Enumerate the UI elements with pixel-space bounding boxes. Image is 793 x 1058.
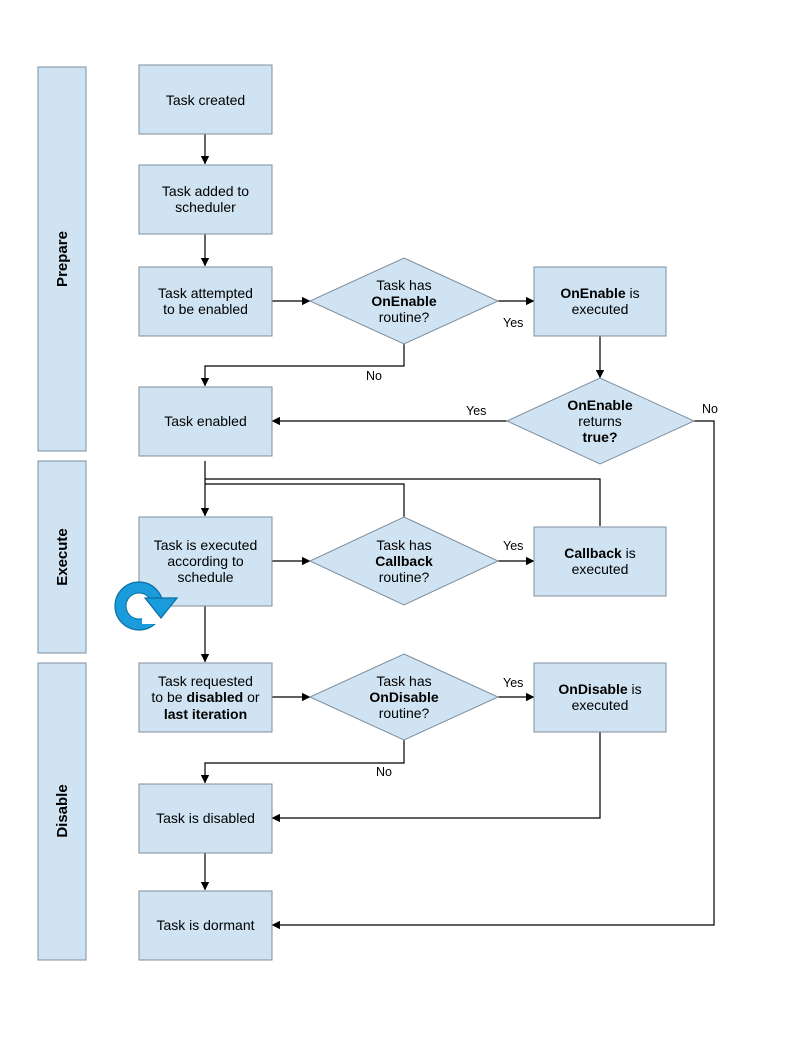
node-ondisable-executed: OnDisable is executed — [533, 662, 667, 733]
decision-has-ondisable-line3: routine? — [379, 705, 430, 721]
edge-ondisable-no — [200, 740, 405, 784]
edge-label-onenable-no: No — [366, 369, 382, 383]
decision-onenable-returns-line3: true? — [583, 429, 618, 445]
decision-has-onenable-line1: Task has — [376, 277, 431, 293]
node-task-executed-line1: Task is executed — [154, 537, 258, 553]
node-task-executed-line3: schedule — [177, 569, 233, 585]
node-callback-executed-bold: Callback — [564, 545, 622, 561]
decision-has-onenable-line2: OnEnable — [371, 293, 437, 309]
node-onenable-executed: OnEnable is executed — [533, 266, 667, 337]
lane-disable: Disable — [37, 662, 87, 961]
decision-has-ondisable-line2: OnDisable — [369, 689, 438, 705]
decision-onenable-returns-line2: returns — [578, 413, 622, 429]
edge-label-ondisable-no: No — [376, 765, 392, 779]
node-task-executed-line2: according to — [167, 553, 243, 569]
decision-onenable-returns-line1: OnEnable — [567, 397, 633, 413]
edge-label-callback-yes: Yes — [503, 539, 523, 553]
lane-prepare-label: Prepare — [54, 231, 71, 287]
lane-execute: Execute — [37, 460, 87, 654]
edge-callback-loop-back — [205, 483, 405, 517]
node-onenable-executed-bold: OnEnable — [560, 285, 626, 301]
node-task-requested-line3: last iteration — [164, 706, 247, 722]
decision-onenable-returns: OnEnable returns true? — [505, 377, 696, 465]
decision-has-ondisable-line1: Task has — [376, 673, 431, 689]
node-task-requested-line2-a: to be — [151, 689, 186, 705]
node-task-added: Task added to scheduler — [138, 164, 273, 235]
edge-callback-exec-loop-back — [205, 478, 601, 526]
node-callback-executed: Callback is executed — [533, 526, 667, 597]
node-task-attempted-line2: to be enabled — [163, 301, 248, 317]
node-task-executed: Task is executed according to schedule — [138, 516, 273, 607]
node-onenable-executed-rest: is — [626, 285, 640, 301]
node-task-attempted: Task attempted to be enabled — [138, 266, 273, 337]
node-task-requested-line2: to be disabled or — [151, 689, 260, 705]
node-onenable-executed-line1: OnEnable is — [560, 285, 639, 301]
edge-label-onenable-yes: Yes — [503, 316, 523, 330]
decision-has-callback-line1: Task has — [376, 537, 431, 553]
decision-has-onenable: Task has OnEnable routine? — [308, 257, 500, 345]
node-task-requested-line1: Task requested — [158, 673, 253, 689]
node-task-enabled-label: Task enabled — [164, 413, 247, 429]
node-task-requested-line2-bold: disabled — [186, 689, 243, 705]
node-task-added-line1: Task added to — [162, 183, 249, 199]
node-callback-executed-line2: executed — [572, 561, 629, 577]
node-task-added-line2: scheduler — [175, 199, 236, 215]
lane-prepare: Prepare — [37, 66, 87, 452]
node-ondisable-executed-line1: OnDisable is — [558, 681, 641, 697]
decision-has-ondisable: Task has OnDisable routine? — [308, 653, 500, 741]
decision-has-callback-line2: Callback — [375, 553, 433, 569]
lane-disable-label: Disable — [54, 784, 71, 837]
edge-returns-no — [271, 420, 715, 930]
node-task-requested-line2-c: or — [243, 689, 260, 705]
node-task-disabled: Task is disabled — [138, 783, 273, 854]
node-task-dormant: Task is dormant — [138, 890, 273, 961]
node-task-dormant-label: Task is dormant — [156, 917, 254, 933]
node-task-created: Task created — [138, 64, 273, 135]
node-task-enabled: Task enabled — [138, 386, 273, 457]
node-task-requested: Task requested to be disabled or last it… — [138, 662, 273, 733]
edge-label-ondisable-yes: Yes — [503, 676, 523, 690]
edge-label-returns-no: No — [702, 402, 718, 416]
node-callback-executed-rest: is — [622, 545, 636, 561]
connectors — [200, 134, 715, 930]
refresh-loop-icon — [114, 581, 179, 631]
node-ondisable-executed-rest: is — [628, 681, 642, 697]
node-onenable-executed-line2: executed — [572, 301, 629, 317]
edge-label-returns-yes: Yes — [466, 404, 486, 418]
lane-execute-label: Execute — [54, 528, 71, 586]
node-ondisable-executed-line2: executed — [572, 697, 629, 713]
node-task-disabled-label: Task is disabled — [156, 810, 255, 826]
edge-onenable-no — [200, 344, 405, 387]
decision-has-onenable-line3: routine? — [379, 309, 430, 325]
node-task-created-label: Task created — [166, 92, 245, 108]
edge-ondisable-exec-disabled — [271, 732, 601, 823]
node-callback-executed-line1: Callback is — [564, 545, 636, 561]
node-ondisable-executed-bold: OnDisable — [558, 681, 627, 697]
decision-has-callback: Task has Callback routine? — [308, 516, 500, 606]
decision-has-callback-line3: routine? — [379, 569, 430, 585]
node-task-attempted-line1: Task attempted — [158, 285, 253, 301]
